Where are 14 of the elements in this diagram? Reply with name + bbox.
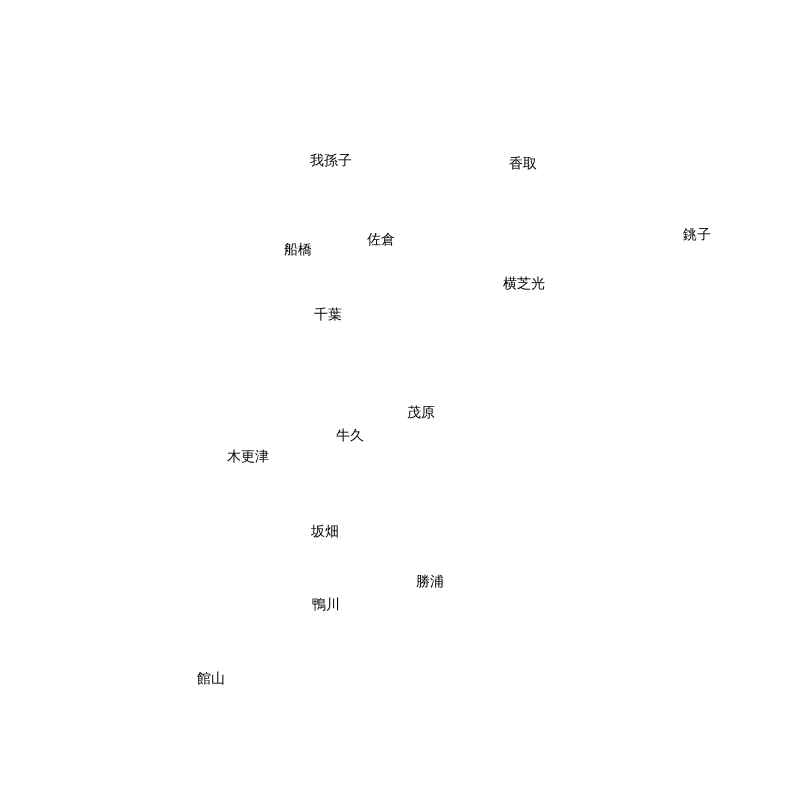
place-label: 佐倉	[367, 231, 395, 249]
place-label: 茂原	[407, 404, 435, 422]
place-label: 銚子	[683, 226, 711, 244]
place-label: 坂畑	[311, 523, 339, 541]
place-label: 香取	[509, 155, 537, 173]
place-label: 船橋	[284, 241, 312, 259]
place-label: 横芝光	[503, 275, 545, 293]
place-label: 木更津	[227, 448, 269, 466]
place-label: 勝浦	[416, 573, 444, 591]
place-label: 館山	[197, 670, 225, 688]
place-label: 我孫子	[310, 152, 352, 170]
place-label: 鴨川	[312, 596, 340, 614]
place-label: 牛久	[336, 427, 364, 445]
place-label: 千葉	[314, 306, 342, 324]
